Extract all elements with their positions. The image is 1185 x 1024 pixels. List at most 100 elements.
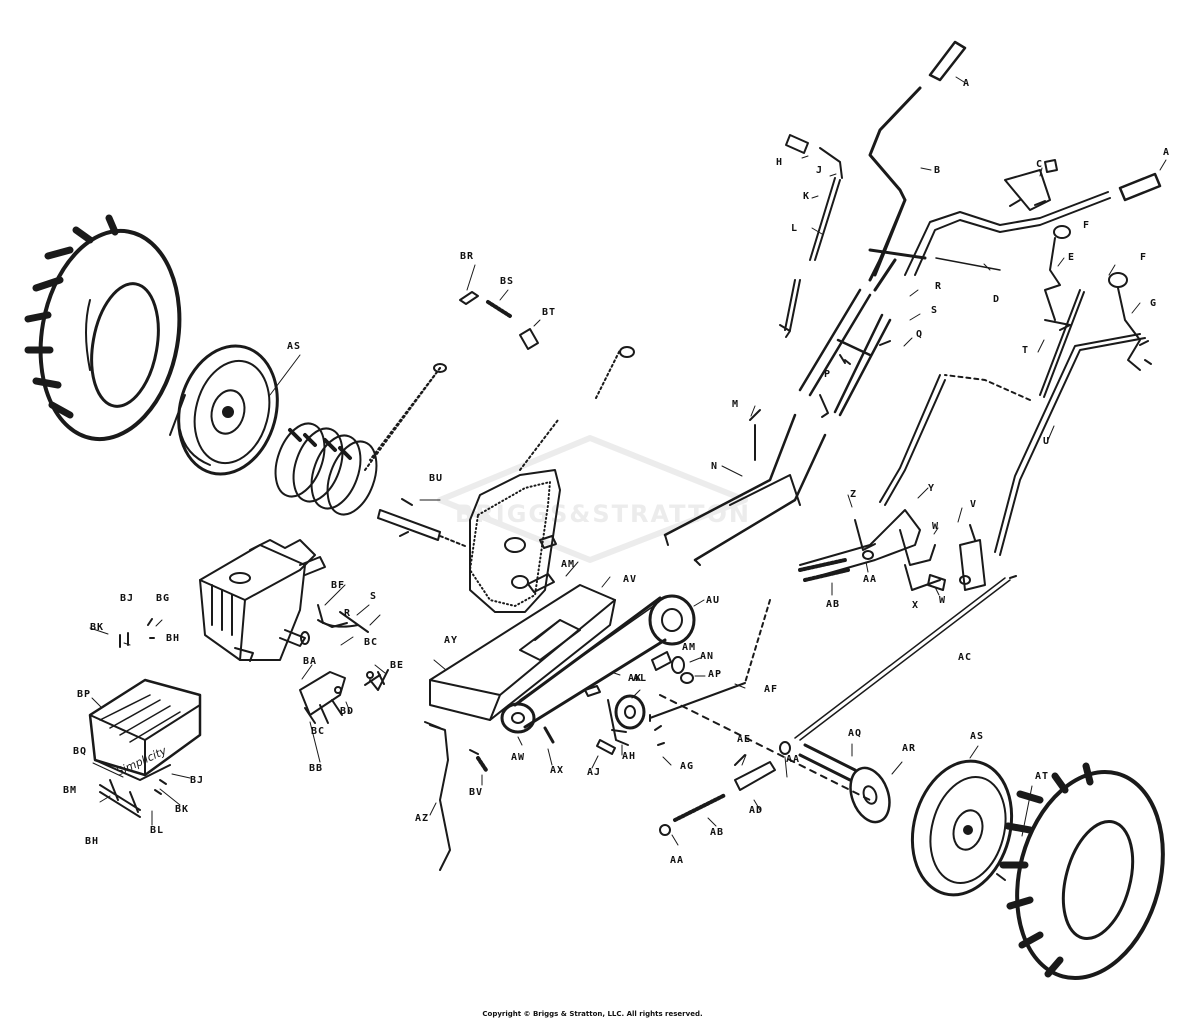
idler-pulley	[584, 685, 646, 755]
label-bk-2: BK	[175, 804, 190, 815]
bushing-am	[527, 573, 555, 593]
label-al: AL	[633, 673, 648, 684]
label-g: G	[1150, 298, 1158, 309]
nut-aa-3	[659, 824, 671, 836]
label-j: J	[816, 165, 824, 176]
label-bj-1: BJ	[120, 593, 135, 604]
washer-ap	[680, 672, 694, 684]
label-be: BE	[390, 660, 405, 671]
pin-bt	[519, 328, 539, 350]
leader-lines	[89, 76, 1167, 846]
lever-grip-h	[785, 134, 809, 154]
clip-ae	[734, 754, 746, 766]
label-f-1: F	[1083, 220, 1091, 231]
link-bf	[317, 604, 324, 624]
left-wheel-rim	[169, 344, 279, 476]
label-bk-1: BK	[90, 622, 105, 633]
lever-az	[424, 721, 451, 871]
shaft-pin-head	[619, 346, 635, 358]
nut-aa-2	[779, 741, 791, 755]
label-bg: BG	[156, 593, 171, 604]
label-bp: BP	[77, 689, 92, 700]
lever-e	[1044, 237, 1061, 321]
throttle-bracket	[299, 669, 389, 724]
label-aw: AW	[511, 752, 526, 763]
handle-arm-right	[833, 313, 892, 417]
label-aq: AQ	[848, 728, 863, 739]
label-bd: BD	[340, 706, 355, 717]
lever-j	[819, 147, 843, 179]
label-bc-1: BC	[364, 637, 379, 648]
label-bl: BL	[150, 825, 165, 836]
label-br: BR	[460, 251, 475, 262]
label-bu: BU	[429, 473, 444, 484]
belt-shield	[88, 678, 202, 781]
label-aa-1: AA	[863, 574, 878, 585]
label-f-2: F	[1140, 252, 1148, 263]
copyright-footer: Copyright © Briggs & Stratton, LLC. All …	[482, 1010, 703, 1018]
rod-u	[994, 333, 1146, 556]
main-frame	[429, 584, 616, 721]
handlebar-left	[868, 40, 967, 292]
spring-bv	[476, 756, 488, 772]
label-bt: BT	[542, 307, 557, 318]
engine	[199, 539, 326, 662]
label-a-2: A	[1163, 147, 1171, 158]
label-m: M	[732, 399, 740, 410]
throttle-control	[1004, 159, 1058, 211]
knob-f-1	[1053, 225, 1071, 239]
label-bv: BV	[469, 787, 484, 798]
spacer-am	[651, 651, 672, 671]
chain-case	[469, 469, 561, 613]
handle-rod-d	[935, 257, 1001, 271]
label-d: D	[993, 294, 1001, 305]
lever-rod-l	[784, 177, 841, 331]
axle-aq	[798, 743, 857, 782]
label-k: K	[803, 191, 811, 202]
label-e: E	[1068, 252, 1076, 263]
label-z: Z	[850, 489, 858, 500]
link-r	[321, 621, 348, 628]
screw-bk	[154, 779, 167, 795]
label-b: B	[934, 165, 942, 176]
handlebar-right	[904, 172, 1162, 276]
label-bm: BM	[63, 785, 78, 796]
handle-arm-left	[798, 288, 872, 397]
label-c: C	[1036, 159, 1044, 170]
label-v: V	[970, 499, 978, 510]
screw-at	[996, 873, 1006, 881]
label-aj: AJ	[587, 767, 602, 778]
label-w-2: W	[939, 595, 947, 606]
label-r-2: R	[344, 608, 352, 619]
pin-p	[819, 394, 829, 418]
clip-q	[879, 340, 891, 346]
washer-an	[671, 656, 685, 674]
label-ah: AH	[622, 751, 637, 762]
rod-shift	[879, 374, 946, 506]
label-s-2: S	[370, 591, 378, 602]
handle-brace	[663, 413, 827, 566]
label-ap: AP	[708, 669, 723, 680]
label-ag: AG	[680, 761, 695, 772]
label-ab-1: AB	[826, 599, 841, 610]
label-ax: AX	[550, 765, 565, 776]
rod-af	[649, 682, 746, 719]
label-y: Y	[928, 483, 936, 494]
pin-ad	[734, 761, 776, 791]
label-l: L	[791, 223, 799, 234]
label-p: P	[824, 369, 832, 380]
label-t: T	[1022, 345, 1030, 356]
label-bf: BF	[331, 580, 346, 591]
label-q: Q	[916, 329, 924, 340]
label-ac: AC	[958, 652, 973, 663]
shaft-pin-dashed	[595, 349, 621, 399]
bolt-m	[749, 409, 761, 461]
label-ab-2: AB	[710, 827, 725, 838]
lever-g	[1117, 287, 1141, 371]
rod-t	[1039, 289, 1085, 398]
label-a-1: A	[963, 78, 971, 89]
label-bq: BQ	[73, 746, 88, 757]
shift-lever-group	[799, 509, 986, 591]
